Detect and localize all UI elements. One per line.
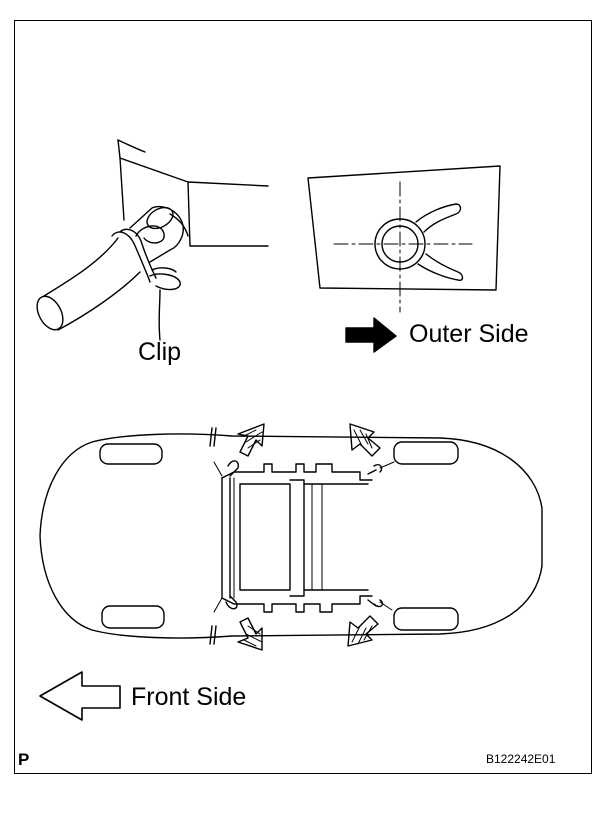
location-arrow-rear-left [349, 423, 381, 457]
figure-code: B122242E01 [486, 752, 556, 766]
front-side-label: Front Side [131, 683, 247, 711]
outer-side-detail [307, 165, 501, 353]
clip-install-illustration [36, 139, 269, 341]
location-arrow-rear-right [347, 615, 379, 647]
page-mark: P [18, 750, 30, 769]
vehicle-top-view [39, 423, 543, 651]
front-side-arrow-icon [39, 671, 121, 721]
location-arrow-front-left [237, 423, 265, 457]
clip-label: Clip [138, 338, 182, 366]
diagram-frame [14, 20, 592, 774]
location-arrow-front-right [237, 617, 263, 651]
outer-side-label: Outer Side [409, 320, 529, 348]
